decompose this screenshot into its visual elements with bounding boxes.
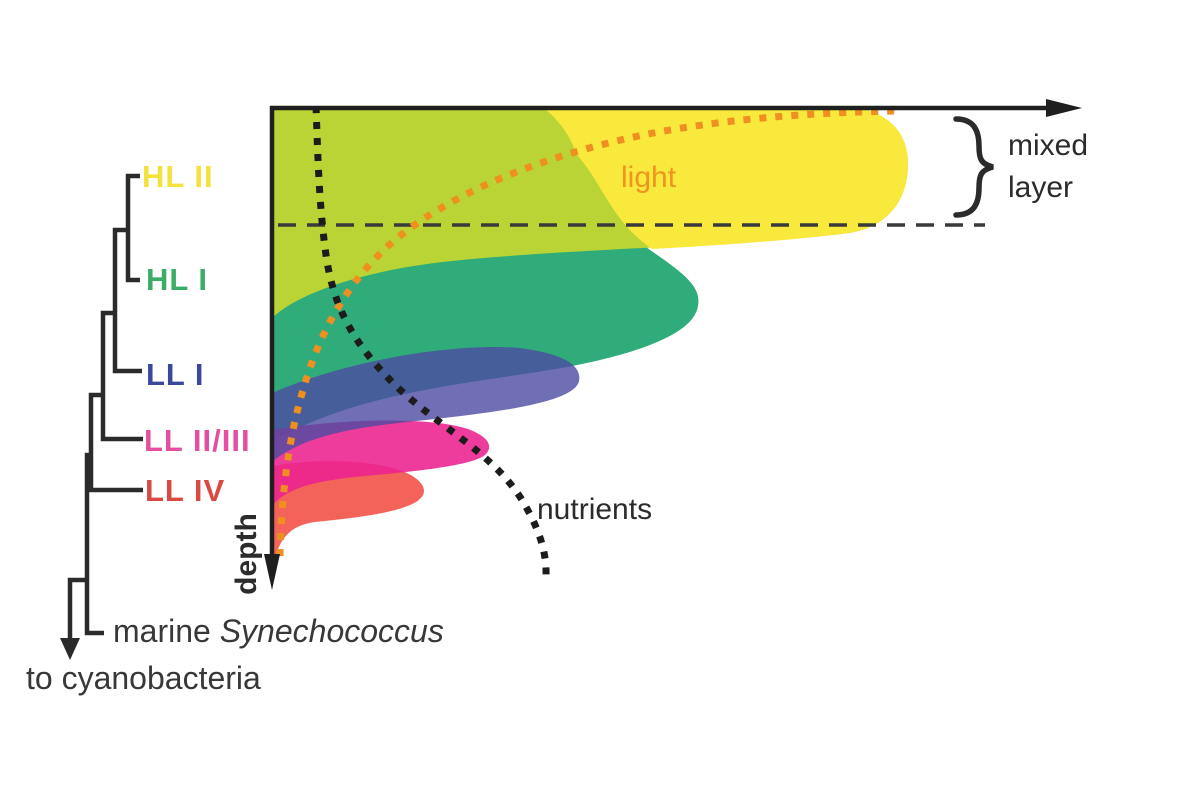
tree-label-ll1: LL I: [146, 357, 205, 392]
tree-branches: [67, 173, 143, 640]
x-axis-arrowhead: [1046, 99, 1082, 117]
curly-brace: [953, 116, 994, 218]
tree-root-label-prefix: marine: [113, 613, 220, 649]
tree-outgroup-label: to cyanobacteria: [26, 660, 261, 696]
nutrients-curve: [312, 105, 550, 579]
depth-axis-label: depth: [230, 513, 263, 595]
depth-axis-arrowhead: [264, 554, 280, 590]
blob-ll1-navy: [272, 346, 580, 462]
tree-root-label-species: Synechococcus: [219, 613, 444, 649]
tree-label-hl2: HL II: [142, 159, 214, 194]
blob-hl2-yellow: [545, 106, 909, 249]
mixed-layer-label-line1: mixed: [1008, 129, 1089, 162]
mixed-layer-label: mixed layer: [1008, 125, 1088, 209]
blob-ll4-salmon: [272, 461, 425, 556]
nutrients-curve-label: nutrients: [537, 493, 653, 526]
tree-label-ll4: LL IV: [145, 473, 226, 508]
tree-root-arrowhead: [60, 638, 80, 660]
tree-label-hl1: HL I: [146, 262, 208, 297]
mixed-layer-label-line2: layer: [1008, 171, 1074, 204]
light-curve-label: light: [621, 161, 677, 194]
blob-ll23-magenta: [272, 420, 490, 506]
tree-root-label: marine Synechococcus: [113, 613, 444, 650]
light-curve: [276, 107, 898, 557]
tree-label-ll23: LL II/III: [144, 423, 251, 458]
